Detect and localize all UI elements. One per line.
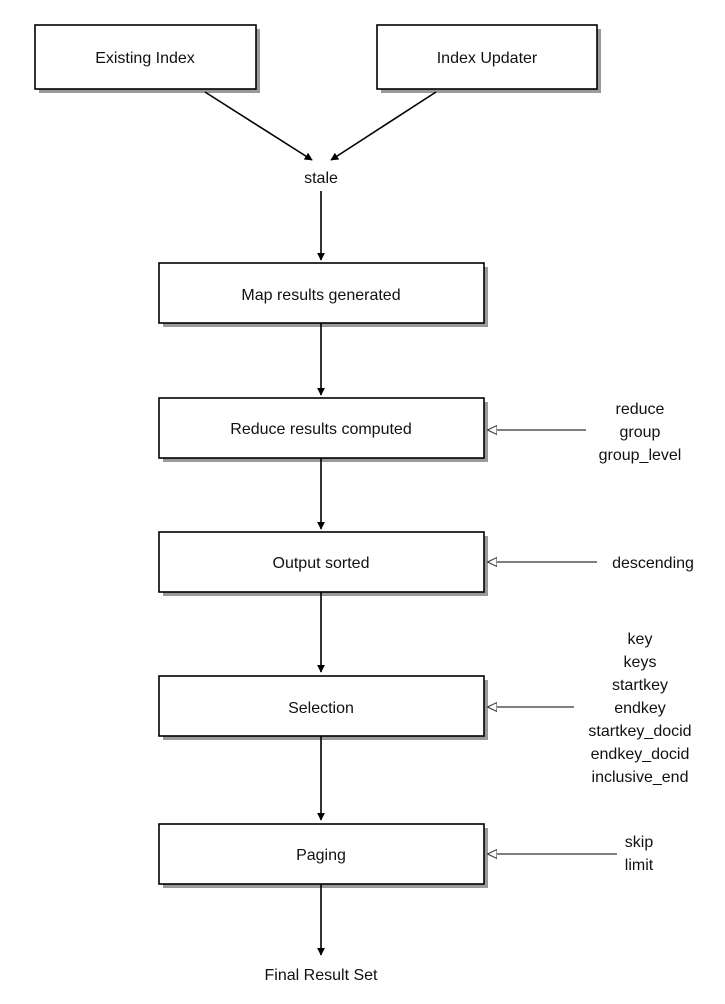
existing-index-label: Existing Index xyxy=(95,50,195,67)
reduce-results-box: Reduce results computed xyxy=(158,397,488,462)
paging-label: Paging xyxy=(296,847,346,864)
selection-params: key keys startkey endkey startkey_docid … xyxy=(588,631,691,786)
param-keys: keys xyxy=(624,654,657,671)
selection-label: Selection xyxy=(288,700,354,717)
param-group-level: group_level xyxy=(599,447,682,464)
existing-index-box: Existing Index xyxy=(34,24,260,93)
param-group: group xyxy=(620,424,661,441)
param-skip: skip xyxy=(625,834,654,851)
map-results-box: Map results generated xyxy=(158,262,488,327)
map-results-label: Map results generated xyxy=(241,287,400,304)
selection-box: Selection xyxy=(158,675,488,740)
paging-params: skip limit xyxy=(625,834,654,874)
param-endkey: endkey xyxy=(614,700,666,717)
paging-box: Paging xyxy=(158,823,488,888)
output-sorted-label: Output sorted xyxy=(273,555,370,572)
final-result-set-label: Final Result Set xyxy=(265,967,378,984)
reduce-params: reduce group group_level xyxy=(599,401,682,464)
param-descending: descending xyxy=(612,555,694,572)
param-inclusive-end: inclusive_end xyxy=(592,769,689,786)
edge-updater-to-stale xyxy=(330,91,437,161)
param-endkey-docid: endkey_docid xyxy=(591,746,690,763)
index-updater-label: Index Updater xyxy=(437,50,538,67)
param-startkey-docid: startkey_docid xyxy=(588,723,691,740)
param-key: key xyxy=(628,631,653,648)
index-updater-box: Index Updater xyxy=(376,24,601,93)
reduce-results-label: Reduce results computed xyxy=(230,421,411,438)
edge-existing-to-stale xyxy=(204,91,313,161)
param-limit: limit xyxy=(625,857,654,874)
output-sorted-box: Output sorted xyxy=(158,531,488,596)
param-reduce: reduce xyxy=(616,401,665,418)
stale-label: stale xyxy=(304,170,338,187)
param-startkey: startkey xyxy=(612,677,668,694)
